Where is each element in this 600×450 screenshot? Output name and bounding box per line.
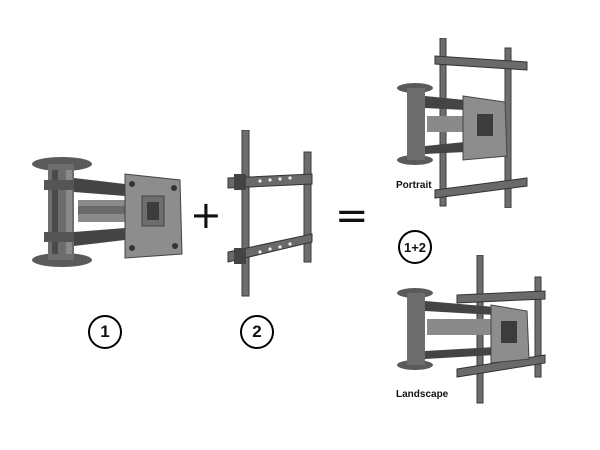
portrait-combined-mount-illustration [397,38,528,208]
step-one-badge: 1 [88,315,122,349]
combo-badge: 1+2 [398,230,432,264]
equals-symbol: = [335,193,369,239]
step-two-badge: 2 [240,315,274,349]
plus-symbol: + [190,193,222,237]
landscape-caption: Landscape [396,389,449,400]
extension-bracket-illustration [227,130,313,297]
portrait-caption: Portrait [396,180,432,191]
landscape-combined-mount-illustration [397,255,546,404]
swivel-arm-mount-illustration [32,157,183,267]
